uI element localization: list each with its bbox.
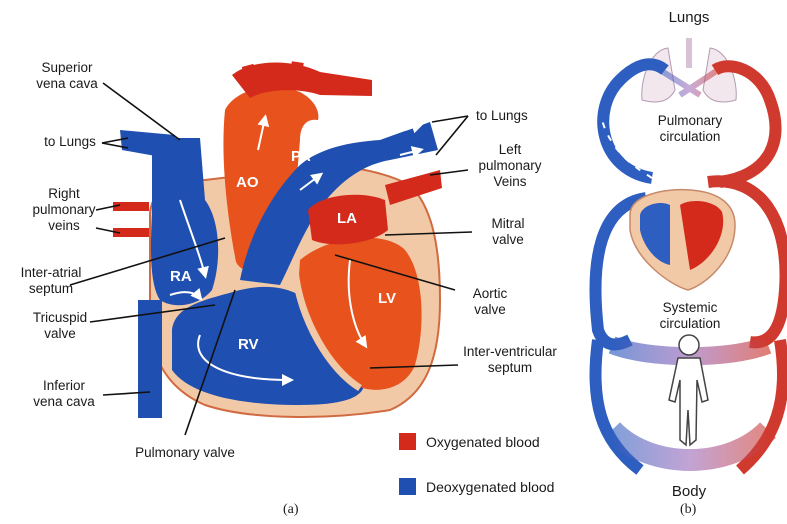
legend-label-oxygenated: Oxygenated blood	[426, 434, 540, 450]
circulation-loop-illustration	[595, 38, 785, 470]
label-body: Body	[664, 484, 714, 500]
legend-swatch-oxygenated	[399, 433, 416, 450]
caption-a: (a)	[283, 502, 299, 518]
chamber-label-pa: PA	[291, 148, 311, 165]
chamber-label-la: LA	[337, 210, 357, 227]
chamber-label-lv: LV	[378, 290, 396, 307]
label-to-lungs-left: to Lungs	[40, 134, 100, 150]
legend-label-deoxygenated: Deoxygenated blood	[426, 479, 554, 495]
legend-swatch-deoxygenated	[399, 478, 416, 495]
chamber-label-ra: RA	[170, 268, 192, 285]
heart-illustration	[70, 61, 472, 435]
chamber-label-rv: RV	[238, 336, 259, 353]
legend-oxygenated: Oxygenated blood	[399, 433, 540, 450]
label-pulmonary-valve: Pulmonary valve	[120, 445, 250, 461]
label-lungs: Lungs	[660, 10, 718, 26]
caption-b: (b)	[680, 502, 696, 518]
label-to-lungs-right: to Lungs	[476, 108, 528, 124]
chamber-label-ao: AO	[236, 174, 259, 191]
legend-deoxygenated: Deoxygenated blood	[399, 478, 554, 495]
